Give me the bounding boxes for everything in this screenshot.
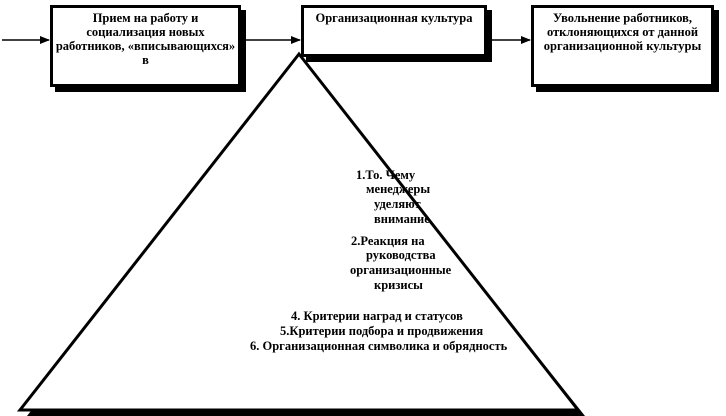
box-dismissal-text: Увольнение работников, отклоняющихся от … [543, 11, 702, 53]
criterion-2-line-1: 2.Реакция на [351, 234, 425, 248]
criterion-2-line-4: кризисы [374, 278, 423, 292]
criterion-1-line-4: внимание [374, 212, 430, 226]
triangle-shape [16, 51, 582, 412]
criterion-1-line-2: менеджеры [366, 182, 431, 196]
box-org-culture: Организационная культура [301, 5, 487, 57]
criterion-2-line-3: организационные [350, 263, 452, 277]
box-dismissal: Увольнение работников, отклоняющихся от … [531, 5, 714, 87]
criterion-2-line-2: руководства [366, 248, 436, 262]
criterion-1-line-3: уделяют [374, 197, 421, 211]
criterion-6: 6. Организационная символика и обрядност… [250, 339, 508, 353]
box-org-culture-text: Организационная культура [315, 11, 473, 25]
box-hiring-text: Прием на работу и социализация новых раб… [55, 11, 236, 67]
criterion-1-line-1: 1.То. Чему [356, 168, 416, 182]
criterion-4: 4. Критерии наград и статусов [291, 309, 463, 323]
criterion-5: 5.Критерии подбора и продвижения [280, 324, 484, 338]
box-hiring: Прием на работу и социализация новых раб… [50, 5, 241, 87]
